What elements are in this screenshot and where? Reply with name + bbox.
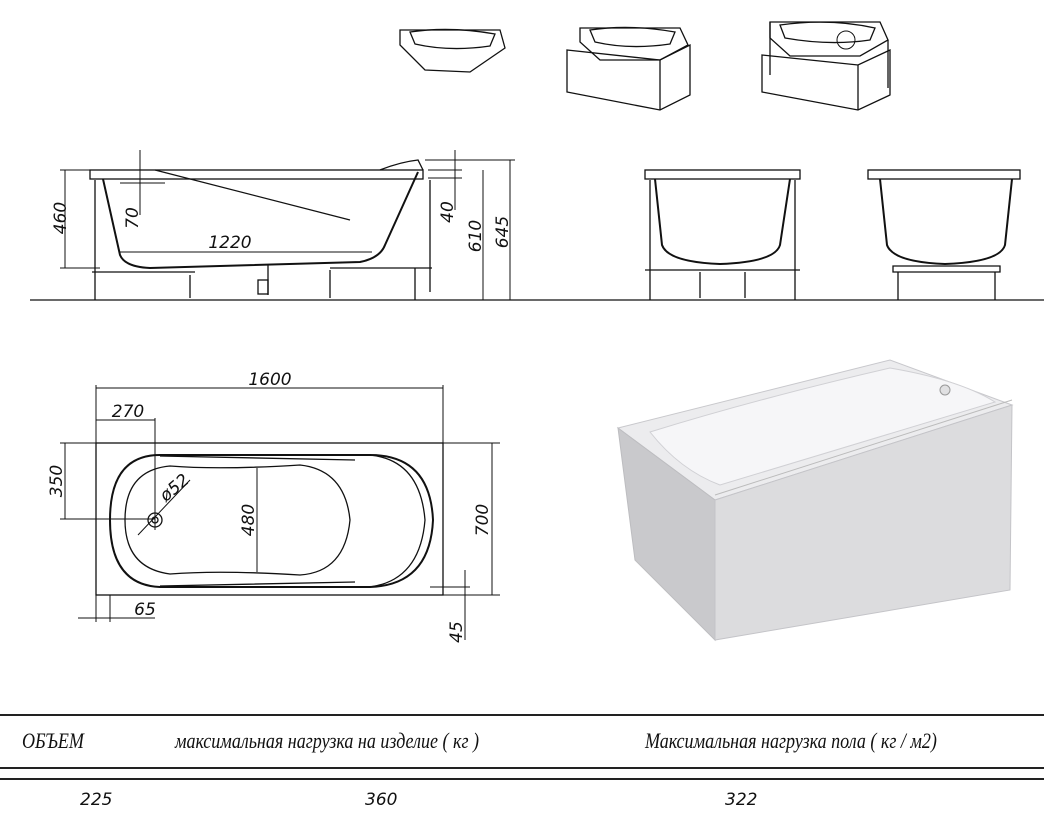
thumbnail-bathtub-with-frame bbox=[761, 21, 891, 111]
end-view bbox=[867, 169, 1021, 300]
dim-65: 65 bbox=[134, 600, 156, 620]
side-view: 460 70 1220 40 610 645 bbox=[30, 150, 1044, 301]
dim-70: 70 bbox=[123, 207, 143, 229]
end-view-with-frame bbox=[644, 169, 801, 300]
dim-700: 700 bbox=[473, 504, 493, 536]
dim-460: 460 bbox=[51, 202, 71, 234]
value-volume: 225 bbox=[80, 790, 113, 810]
thumbnail-bathtub-with-panel bbox=[566, 26, 691, 111]
header-max-load-product: максимальная нагрузка на изделие ( кг ) bbox=[175, 728, 480, 753]
table-top-rule bbox=[0, 714, 1044, 716]
plan-view: 1600 270 350 700 480 ø52 65 45 bbox=[47, 370, 500, 643]
dim-1600: 1600 bbox=[248, 370, 291, 390]
value-max-load-product: 360 bbox=[365, 790, 398, 810]
dim-480: 480 bbox=[239, 504, 259, 536]
table-header-rule bbox=[0, 767, 1044, 769]
dim-270: 270 bbox=[112, 402, 144, 422]
table-body-rule bbox=[0, 778, 1044, 780]
dim-610: 610 bbox=[466, 220, 486, 252]
header-max-load-floor: Максимальная нагрузка пола ( кг / м2) bbox=[645, 728, 937, 753]
bathtub-render bbox=[616, 359, 1014, 642]
dim-45: 45 bbox=[447, 621, 467, 643]
dim-350: 350 bbox=[47, 465, 67, 497]
dim-645: 645 bbox=[493, 216, 513, 248]
thumbnail-bathtub-only bbox=[399, 28, 506, 73]
dim-d52: ø52 bbox=[155, 470, 193, 507]
dim-1220: 1220 bbox=[208, 233, 251, 253]
header-volume: ОБЪЕМ bbox=[22, 728, 84, 753]
value-max-load-floor: 322 bbox=[725, 790, 758, 810]
dim-40: 40 bbox=[438, 201, 458, 223]
